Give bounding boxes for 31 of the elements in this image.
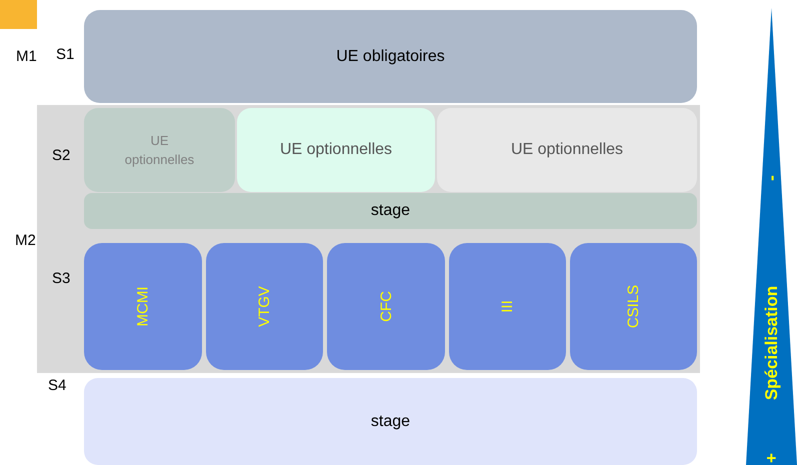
block-label: UE optionnelles bbox=[510, 140, 624, 160]
semester-label: S4 bbox=[48, 377, 66, 394]
track-block bbox=[449, 243, 566, 370]
option-block bbox=[237, 108, 435, 192]
track-block bbox=[206, 243, 323, 370]
track-label: VTGV bbox=[256, 286, 273, 327]
track-label: MCMI bbox=[134, 286, 152, 326]
block-label: UE optionnelles bbox=[280, 140, 392, 160]
semester-label: S3 bbox=[52, 270, 70, 287]
track-block bbox=[84, 243, 202, 370]
course-block bbox=[84, 10, 697, 103]
semester-label: S1 bbox=[56, 46, 74, 63]
scale-sign: - bbox=[762, 175, 782, 181]
track-label: CSILS bbox=[625, 284, 642, 328]
block-label: UE obligatoires bbox=[336, 46, 445, 66]
track-label: CFC bbox=[378, 291, 394, 322]
wedge-label: Spécialisation bbox=[762, 286, 782, 400]
option-block bbox=[84, 108, 235, 192]
block-label: stage bbox=[370, 412, 410, 432]
internship-bar bbox=[84, 193, 697, 229]
track-block bbox=[570, 243, 697, 370]
scale-sign: + bbox=[762, 453, 782, 463]
track-block bbox=[327, 243, 445, 370]
option-block bbox=[437, 108, 697, 192]
internship-block bbox=[84, 378, 697, 465]
track-label: III bbox=[499, 300, 516, 313]
semester-label: S2 bbox=[52, 147, 70, 164]
block-label: UE optionnelles bbox=[124, 132, 196, 169]
year-label: M2 bbox=[15, 232, 36, 249]
year-label: M1 bbox=[16, 48, 37, 65]
block-label: stage bbox=[370, 201, 410, 221]
